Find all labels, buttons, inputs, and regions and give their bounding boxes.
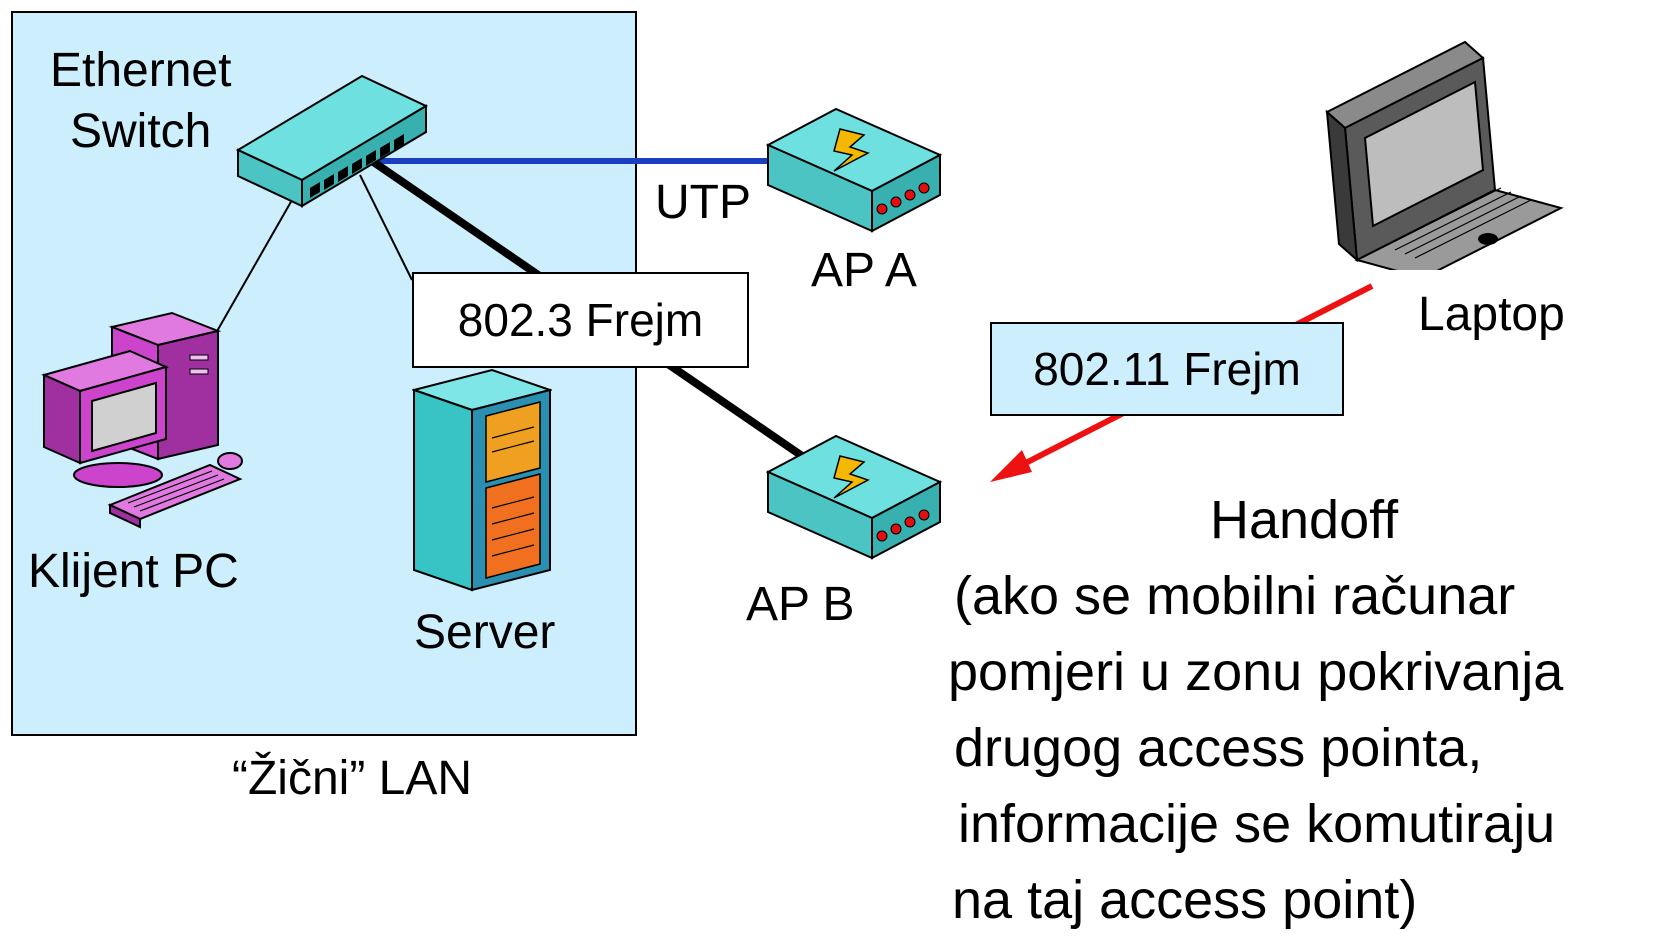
laptop-label: Laptop xyxy=(1418,288,1565,341)
handoff-explanation: Handoff (ako se mobilni računar pomjeri … xyxy=(944,482,1680,938)
handoff-line: (ako se mobilni računar xyxy=(954,566,1516,626)
server-label: Server xyxy=(414,606,556,659)
utp-label: UTP xyxy=(655,176,751,229)
switch-icon xyxy=(235,74,429,208)
access-point-icon xyxy=(765,107,943,233)
access-point-icon xyxy=(765,434,943,560)
server-icon xyxy=(412,368,552,592)
handoff-title: Handoff xyxy=(1210,490,1399,550)
link-switch-to-client xyxy=(211,199,293,341)
ap-b-label: AP B xyxy=(746,578,855,631)
switch-label-line2: Switch xyxy=(70,105,212,158)
laptop-icon xyxy=(1325,40,1564,270)
wireless-frame-label: 802.11 Frejm xyxy=(990,322,1344,416)
wireless-arrowhead xyxy=(990,450,1032,482)
ap-a-label: AP A xyxy=(811,244,917,297)
handoff-line: na taj access point) xyxy=(952,870,1418,930)
handoff-line: informacije se komutiraju xyxy=(958,794,1556,854)
switch-label-line1: Ethernet xyxy=(50,44,232,97)
handoff-line: pomjeri u zonu pokrivanja xyxy=(948,642,1564,702)
pc-icon xyxy=(41,311,243,529)
handoff-line: drugog access pointa, xyxy=(954,718,1483,778)
wired-lan-caption: “Žični” LAN xyxy=(232,752,473,805)
client-pc-label: Klijent PC xyxy=(28,545,239,598)
link-switch-to-server xyxy=(359,174,413,281)
wired-frame-label: 802.3 Frejm xyxy=(412,272,749,368)
